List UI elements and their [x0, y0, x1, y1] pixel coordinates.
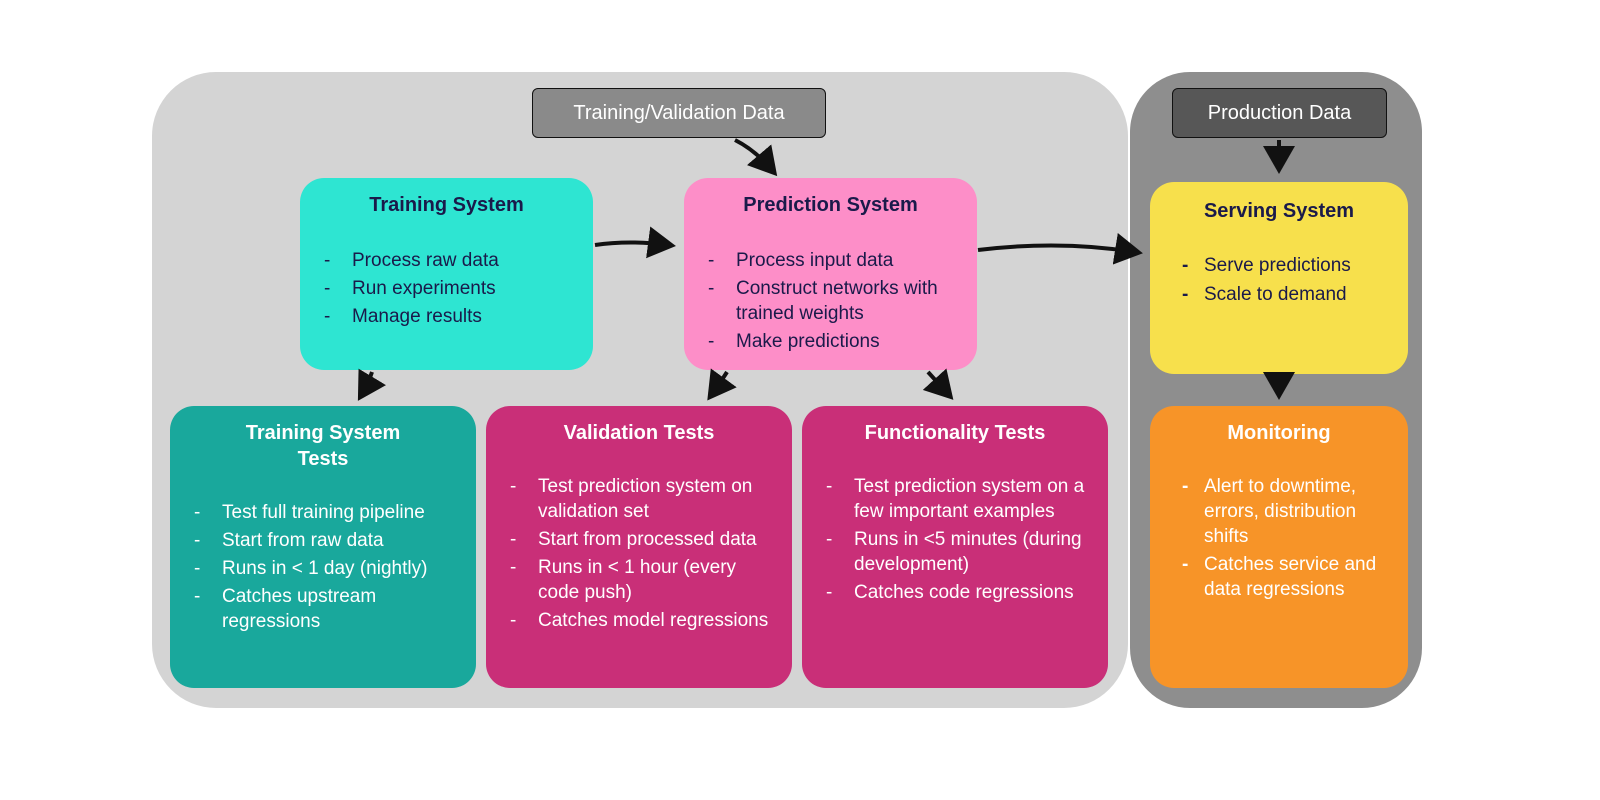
training-system-tests-box: Training System Tests Test full training…	[170, 406, 476, 688]
monitoring-box: Monitoring Alert to downtime, errors, di…	[1150, 406, 1408, 688]
list-item: Make predictions	[702, 329, 959, 354]
list-item: Construct networks with trained weights	[702, 276, 959, 326]
list-item: Runs in <5 minutes (during development)	[820, 527, 1090, 577]
list-item: Catches code regressions	[820, 580, 1090, 605]
list-item: Runs in < 1 day (nightly)	[188, 556, 458, 581]
list-item: Catches service and data regressions	[1168, 552, 1390, 602]
validation-tests-title: Validation Tests	[563, 422, 715, 444]
list-item: Process input data	[702, 248, 959, 273]
prediction-system-box: Prediction System Process input data Con…	[684, 178, 977, 370]
list-item: Process raw data	[318, 248, 575, 273]
functionality-tests-list: Test prediction system on a few importan…	[820, 474, 1090, 605]
list-item: Manage results	[318, 304, 575, 329]
prediction-system-list: Process input data Construct networks wi…	[702, 248, 959, 354]
serving-system-box: Serving System Serve predictions Scale t…	[1150, 182, 1408, 374]
list-item: Serve predictions	[1168, 251, 1390, 280]
list-item: Runs in < 1 hour (every code push)	[504, 555, 774, 605]
training-system-title: Training System	[369, 194, 524, 216]
prediction-system-title: Prediction System	[743, 194, 918, 216]
monitoring-list: Alert to downtime, errors, distribution …	[1168, 474, 1390, 602]
list-item: Start from raw data	[188, 528, 458, 553]
list-item: Catches model regressions	[504, 608, 774, 633]
production-data-source: Production Data	[1172, 88, 1387, 138]
list-item: Run experiments	[318, 276, 575, 301]
functionality-tests-title: Functionality Tests	[864, 422, 1046, 444]
training-system-box: Training System Process raw data Run exp…	[300, 178, 593, 370]
training-validation-data-source: Training/Validation Data	[532, 88, 826, 138]
serving-system-list: Serve predictions Scale to demand	[1168, 251, 1390, 309]
list-item: Test prediction system on validation set	[504, 474, 774, 524]
list-item: Test full training pipeline	[188, 500, 458, 525]
training-system-tests-title: Training System Tests	[245, 422, 401, 470]
list-item: Test prediction system on a few importan…	[820, 474, 1090, 524]
list-item: Alert to downtime, errors, distribution …	[1168, 474, 1390, 549]
training-system-list: Process raw data Run experiments Manage …	[318, 248, 575, 329]
validation-tests-box: Validation Tests Test prediction system …	[486, 406, 792, 688]
functionality-tests-box: Functionality Tests Test prediction syst…	[802, 406, 1108, 688]
serving-system-title: Serving System	[1203, 200, 1355, 222]
list-item: Catches upstream regressions	[188, 584, 458, 634]
list-item: Start from processed data	[504, 527, 774, 552]
monitoring-title: Monitoring	[1227, 422, 1331, 444]
validation-tests-list: Test prediction system on validation set…	[504, 474, 774, 633]
training-system-tests-list: Test full training pipeline Start from r…	[188, 500, 458, 634]
list-item: Scale to demand	[1168, 280, 1390, 309]
